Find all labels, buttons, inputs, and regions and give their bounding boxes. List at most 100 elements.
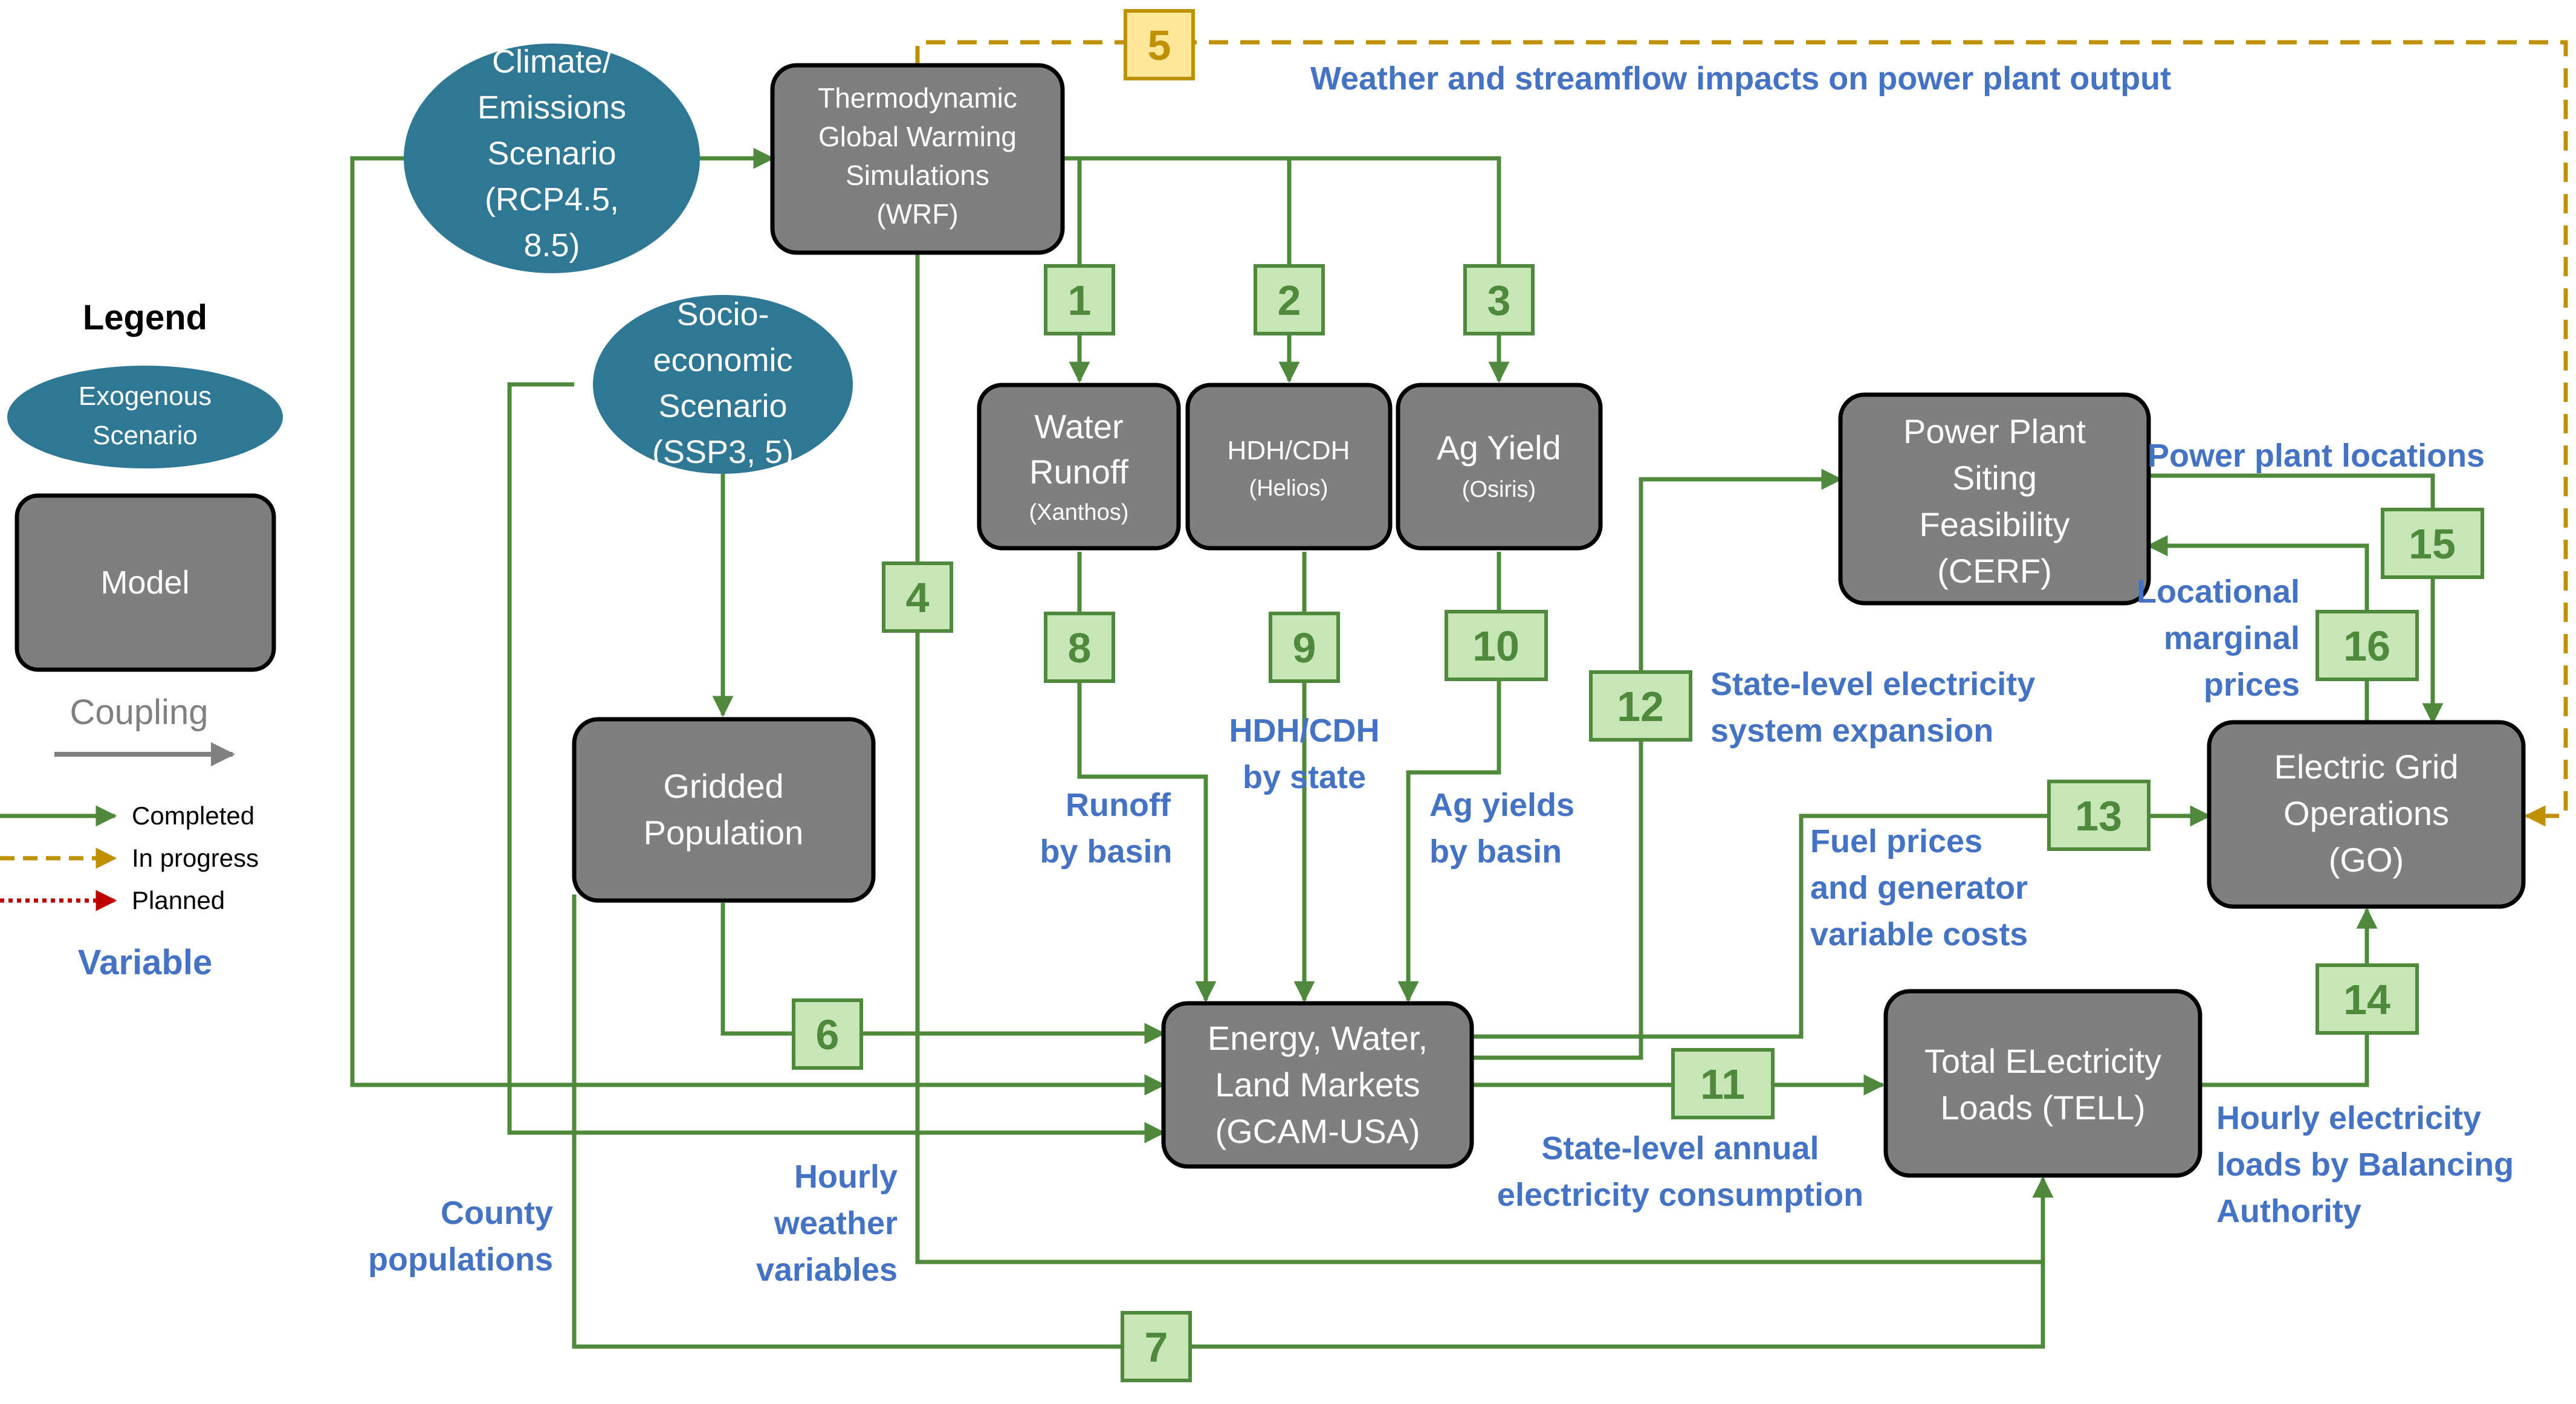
- coupling-6: 6: [792, 998, 863, 1070]
- tell-line-2: Loads (TELL): [1940, 1089, 2145, 1127]
- legend-exogenous-line-2: Scenario: [92, 421, 198, 450]
- svg-text:7: 7: [1145, 1324, 1168, 1371]
- model-xanthos: Water Runoff (Xanthos): [977, 383, 1181, 551]
- svg-text:5: 5: [1148, 22, 1171, 69]
- var-lmp-1: Locational: [2137, 574, 2300, 610]
- model-tell: Total ELectricity Loads (TELL): [1883, 989, 2202, 1178]
- coupling-5: 5: [1124, 9, 1195, 80]
- connector-socio-gcam: [507, 382, 1166, 1144]
- coupling-9: 9: [1269, 612, 1340, 683]
- model-go: Electric Grid Operations (GO): [2207, 720, 2526, 909]
- svg-text:14: 14: [2343, 976, 2390, 1023]
- scenario-socioeconomic: Socio- economic Scenario (SSP3, 5): [593, 295, 853, 474]
- legend-coupling-label: Coupling: [70, 693, 209, 732]
- connector-gridded-tell: [572, 894, 2054, 1349]
- scenario-climate: Climate/ Emissions Scenario (RCP4.5, 8.5…: [404, 44, 700, 273]
- var-pp-locations: Power plant locations: [2147, 438, 2485, 474]
- legend: Legend Exogenous Scenario Model Coupling…: [0, 298, 283, 982]
- osiris-line-1: Ag Yield: [1437, 429, 1561, 467]
- legend-in-progress-label: In progress: [132, 844, 259, 872]
- var-fuel-3: variable costs: [1810, 916, 2028, 953]
- legend-exogenous-line-1: Exogenous: [79, 381, 212, 411]
- var-consumption-1: State-level annual: [1541, 1130, 1819, 1166]
- var-runoff-1: Runoff: [1066, 787, 1171, 823]
- go-line-3: (GO): [2329, 841, 2404, 879]
- coupling-11: 11: [1671, 1048, 1775, 1119]
- svg-text:12: 12: [1617, 683, 1664, 730]
- go-line-1: Electric Grid: [2274, 748, 2459, 786]
- model-cerf: Power Plant Siting Feasibility (CERF): [1838, 392, 2151, 606]
- coupling-1: 1: [1044, 264, 1115, 335]
- wrf-line-3: Simulations: [846, 160, 989, 191]
- coupling-4: 4: [882, 561, 953, 633]
- legend-exogenous: Exogenous Scenario: [7, 366, 283, 468]
- var-weather-streamflow: Weather and streamflow impacts on power …: [1310, 60, 2171, 97]
- coupling-boxes: 1 2 3 4 5 6 7 8 9 10 11 12 13 14 15 16: [792, 9, 2484, 1382]
- gridded-line-1: Gridded: [663, 767, 783, 805]
- connector-gcam-go: [1472, 805, 2212, 1039]
- variable-labels: Weather and streamflow impacts on power …: [368, 60, 2514, 1288]
- gridded-line-2: Population: [644, 814, 804, 852]
- svg-text:15: 15: [2409, 520, 2456, 568]
- svg-text:8: 8: [1068, 624, 1092, 671]
- var-runoff-2: by basin: [1040, 833, 1172, 870]
- var-fuel-2: and generator: [1810, 870, 2028, 906]
- gcam-line-3: (GCAM-USA): [1215, 1112, 1420, 1150]
- climate-line-3: Scenario: [487, 135, 616, 172]
- legend-title: Legend: [83, 298, 207, 337]
- svg-text:16: 16: [2343, 623, 2390, 670]
- coupling-2: 2: [1254, 264, 1325, 335]
- wrf-line-2: Global Warming: [818, 121, 1017, 152]
- var-hourly-weather-3: variables: [756, 1252, 898, 1288]
- xanthos-line-3: (Xanthos): [1029, 500, 1129, 525]
- helios-line-1: HDH/CDH: [1228, 436, 1350, 465]
- model-osiris: Ag Yield (Osiris): [1396, 383, 1603, 551]
- legend-model: Model: [15, 493, 276, 672]
- legend-completed-label: Completed: [132, 801, 254, 830]
- var-hourly-loads-3: Authority: [2216, 1193, 2361, 1229]
- connector-climate-gcam: [350, 156, 1166, 1096]
- cerf-line-3: Feasibility: [1920, 505, 2070, 543]
- coupling-7: 7: [1121, 1311, 1192, 1382]
- var-lmp-3: prices: [2204, 667, 2300, 703]
- svg-text:9: 9: [1293, 624, 1316, 671]
- coupling-15: 15: [2381, 508, 2484, 579]
- var-ag-1: Ag yields: [1429, 787, 1574, 823]
- legend-variable-label: Variable: [78, 943, 212, 982]
- tell-line-1: Total ELectricity: [1924, 1042, 2161, 1080]
- coupling-14: 14: [2315, 963, 2419, 1035]
- socio-line-3: Scenario: [658, 388, 787, 424]
- var-hourly-loads-2: loads by Balancing: [2216, 1147, 2514, 1183]
- socio-line-1: Socio-: [676, 296, 769, 332]
- osiris-line-2: (Osiris): [1462, 477, 1536, 502]
- var-consumption-2: electricity consumption: [1497, 1177, 1863, 1213]
- var-hourly-weather-2: weather: [774, 1205, 898, 1241]
- climate-line-2: Emissions: [477, 89, 626, 126]
- var-expansion-2: system expansion: [1710, 713, 1993, 749]
- climate-line-5: 8.5): [523, 227, 580, 264]
- gcam-line-1: Energy, Water,: [1208, 1019, 1428, 1057]
- coupling-8: 8: [1044, 612, 1115, 683]
- wrf-line-1: Thermodynamic: [818, 82, 1017, 114]
- model-wrf: Thermodynamic Global Warming Simulations…: [770, 63, 1065, 255]
- connector-gcam-cerf: [1472, 468, 1843, 1060]
- svg-text:11: 11: [1700, 1061, 1745, 1108]
- var-fuel-1: Fuel prices: [1810, 823, 1982, 859]
- model-gcam: Energy, Water, Land Markets (GCAM-USA): [1161, 1001, 1474, 1169]
- xanthos-line-1: Water: [1034, 407, 1123, 445]
- var-county-1: County: [441, 1195, 553, 1231]
- model-gridded-population: Gridded Population: [572, 717, 876, 903]
- coupling-13: 13: [2047, 780, 2150, 851]
- connector-gridded-gcam: [720, 903, 1166, 1044]
- svg-text:10: 10: [1472, 623, 1519, 670]
- coupling-10: 10: [1445, 610, 1548, 681]
- svg-text:3: 3: [1487, 277, 1511, 324]
- coupling-3: 3: [1463, 264, 1535, 335]
- socio-line-2: economic: [653, 342, 792, 378]
- xanthos-line-2: Runoff: [1029, 453, 1128, 491]
- connector-cerf-go: [2149, 473, 2444, 725]
- var-lmp-2: marginal: [2164, 620, 2300, 656]
- svg-text:1: 1: [1068, 277, 1092, 324]
- svg-text:2: 2: [1278, 277, 1301, 324]
